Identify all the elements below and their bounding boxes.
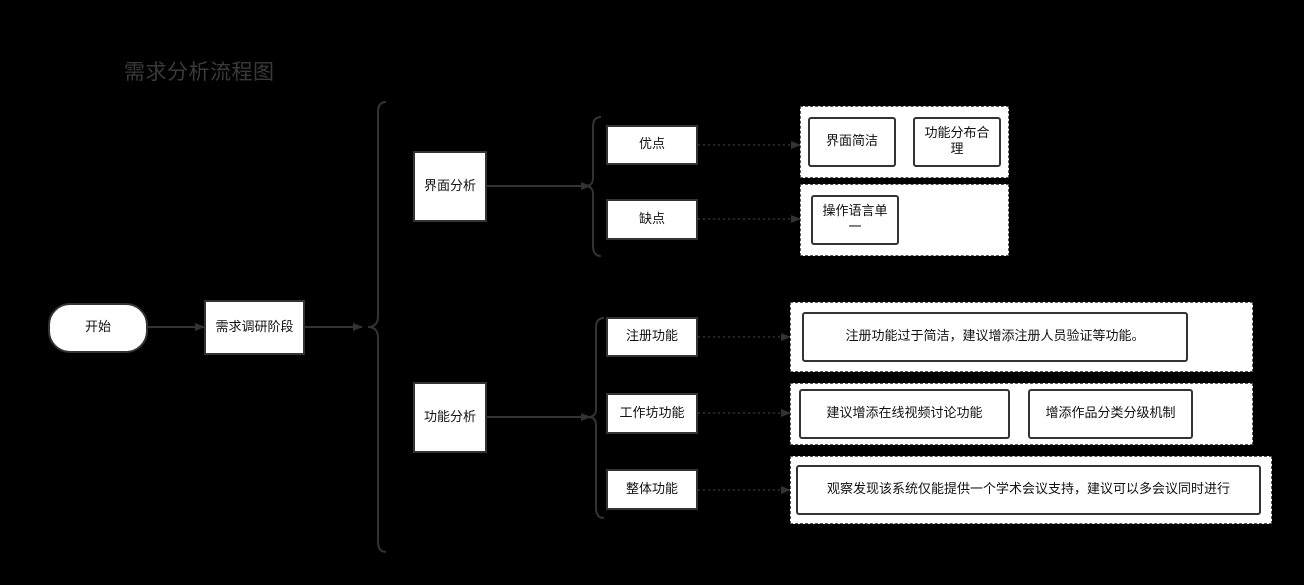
detail-reasonable-layout[interactable]: 功能分布合理 [913, 117, 1001, 167]
detail-register-suggestion[interactable]: 注册功能过于简洁，建议增添注册人员验证等功能。 [802, 312, 1188, 362]
register-node[interactable]: 注册功能 [606, 317, 698, 357]
detail-simple-ui[interactable]: 界面简洁 [808, 117, 896, 167]
research-node[interactable]: 需求调研阶段 [204, 300, 305, 355]
main-brace [367, 101, 387, 553]
func-brace [587, 317, 605, 519]
ui-brace [584, 116, 602, 257]
detail-video-discussion[interactable]: 建议增添在线视频讨论功能 [799, 389, 1010, 439]
diagram-title: 需求分析流程图 [124, 60, 275, 84]
workshop-node[interactable]: 工作坊功能 [606, 393, 698, 434]
pros-node[interactable]: 优点 [606, 125, 698, 165]
detail-multi-conference[interactable]: 观察发现该系统仅能提供一个学术会议支持，建议可以多会议同时进行 [796, 465, 1261, 515]
ui-analysis-node[interactable]: 界面分析 [413, 151, 487, 222]
detail-work-classification[interactable]: 增添作品分类分级机制 [1028, 389, 1193, 439]
start-node[interactable]: 开始 [48, 303, 148, 353]
detail-single-language[interactable]: 操作语言单一 [811, 195, 899, 245]
overall-node[interactable]: 整体功能 [606, 469, 698, 510]
func-analysis-node[interactable]: 功能分析 [413, 382, 487, 453]
cons-node[interactable]: 缺点 [606, 199, 698, 240]
